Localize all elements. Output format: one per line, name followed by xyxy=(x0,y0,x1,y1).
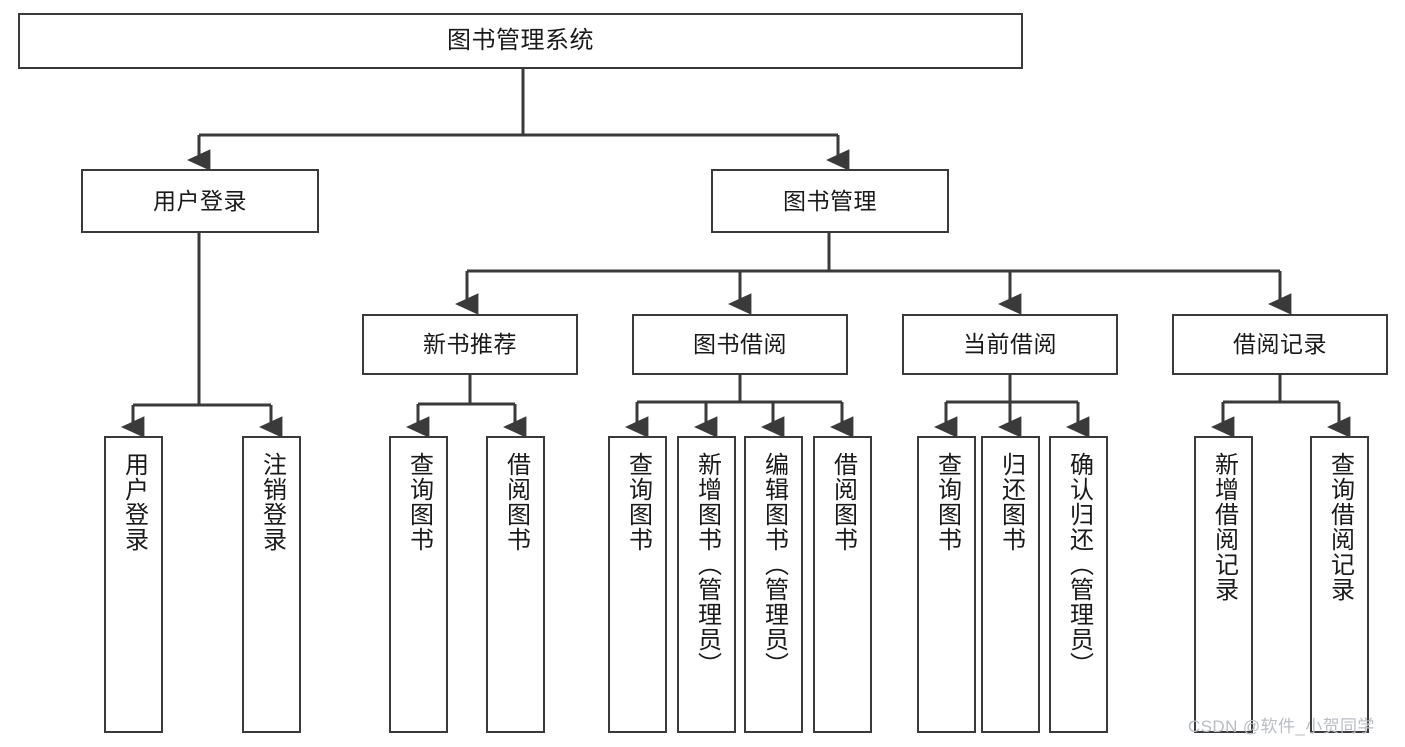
leaf-borrow-record-query-record[interactable]: 查询借阅记录 xyxy=(1310,436,1369,733)
leaf-user-login-logout[interactable]: 注销登录 xyxy=(242,436,301,733)
leaf-current-borrow-return-book[interactable]: 归还图书 xyxy=(981,436,1040,733)
node-label: 借阅图书 xyxy=(829,452,857,552)
leaf-new-book-query-book[interactable]: 查询图书 xyxy=(389,436,448,733)
leaf-user-login-login[interactable]: 用户登录 xyxy=(104,436,163,733)
leaf-book-borrow-add-book-admin[interactable]: 新增图书（管理员） xyxy=(677,436,736,733)
node-current-borrow[interactable]: 当前借阅 xyxy=(902,314,1118,375)
node-label: 图书借阅 xyxy=(693,331,787,358)
node-label: 编辑图书（管理员） xyxy=(760,452,788,677)
watermark-text: CSDN @软件_小贺同学 xyxy=(1188,717,1375,736)
leaf-new-book-borrow-book[interactable]: 借阅图书 xyxy=(486,436,545,733)
node-label: 查询借阅记录 xyxy=(1326,452,1354,602)
leaf-book-borrow-edit-book-admin[interactable]: 编辑图书（管理员） xyxy=(744,436,803,733)
node-label: 查询图书 xyxy=(624,452,652,552)
node-label: 查询图书 xyxy=(405,452,433,552)
node-label: 用户登录 xyxy=(120,452,148,552)
node-label: 借阅图书 xyxy=(502,452,530,552)
node-label: 查询图书 xyxy=(933,452,961,552)
node-label: 用户登录 xyxy=(153,187,247,214)
node-borrow-record[interactable]: 借阅记录 xyxy=(1172,314,1388,375)
node-label: 图书管理 xyxy=(783,187,877,214)
node-label: 新书推荐 xyxy=(423,331,517,358)
leaf-book-borrow-borrow-book[interactable]: 借阅图书 xyxy=(813,436,872,733)
leaf-book-borrow-query-book[interactable]: 查询图书 xyxy=(608,436,667,733)
node-label: 确认归还（管理员） xyxy=(1065,452,1093,677)
leaf-borrow-record-add-record[interactable]: 新增借阅记录 xyxy=(1194,436,1253,733)
node-label: 新增借阅记录 xyxy=(1210,452,1238,602)
node-user-login[interactable]: 用户登录 xyxy=(81,169,319,233)
node-label: 注销登录 xyxy=(258,452,286,552)
leaf-current-borrow-confirm-return-admin[interactable]: 确认归还（管理员） xyxy=(1049,436,1108,733)
node-book-borrow[interactable]: 图书借阅 xyxy=(632,314,848,375)
node-label: 图书管理系统 xyxy=(447,27,594,55)
node-root-book-management-system[interactable]: 图书管理系统 xyxy=(18,13,1023,69)
node-new-book-recommend[interactable]: 新书推荐 xyxy=(362,314,578,375)
node-book-management[interactable]: 图书管理 xyxy=(711,169,949,233)
node-label: 借阅记录 xyxy=(1233,331,1327,358)
leaf-current-borrow-query-book[interactable]: 查询图书 xyxy=(917,436,976,733)
node-label: 新增图书（管理员） xyxy=(693,452,721,677)
node-label: 当前借阅 xyxy=(963,331,1057,358)
node-label: 归还图书 xyxy=(997,452,1025,552)
